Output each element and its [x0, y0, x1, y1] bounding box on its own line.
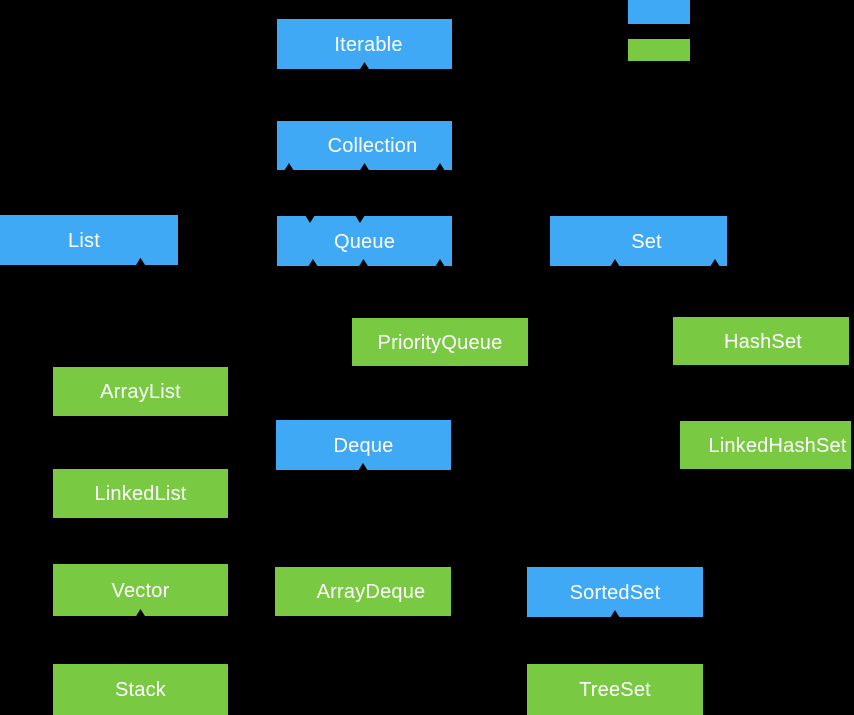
- node-priorityqueue: PriorityQueue: [352, 318, 528, 366]
- node-label-hashset: HashSet: [723, 330, 803, 353]
- node-label-collection: Collection: [327, 135, 418, 157]
- node-label-arraylist: ArrayList: [100, 381, 181, 403]
- node-label-list: List: [68, 229, 100, 252]
- node-label-linkedhashset: LinkedHashSet: [708, 434, 847, 457]
- node-deque: Deque: [276, 420, 451, 470]
- node-set: Set: [550, 216, 727, 266]
- node-label-arraydeque: ArrayDeque: [316, 581, 426, 603]
- node-label-linkedlist: LinkedList: [94, 483, 187, 505]
- node-linkedlist: LinkedList: [53, 469, 228, 518]
- node-label-stack: Stack: [114, 679, 167, 701]
- node-arraydeque: ArrayDeque: [275, 567, 451, 616]
- node-sortedset: SortedSet: [527, 567, 703, 617]
- node-label-deque: Deque: [333, 434, 394, 457]
- node-label-iterable: Iterable: [334, 33, 403, 56]
- node-collection: Collection: [277, 121, 452, 170]
- node-queue: Queue: [277, 216, 452, 266]
- node-iterable: Iterable: [277, 19, 452, 69]
- legend-interface-swatch: [628, 0, 690, 24]
- node-arraylist: ArrayList: [53, 367, 228, 416]
- node-linkedhashset: LinkedHashSet: [680, 421, 851, 469]
- node-label-priorityqueue: PriorityQueue: [377, 331, 503, 354]
- node-label-set: Set: [631, 230, 662, 253]
- node-label-sortedset: SortedSet: [569, 581, 661, 604]
- node-label-treeset: TreeSet: [579, 679, 651, 701]
- node-list: List: [0, 215, 178, 265]
- node-hashset: HashSet: [673, 317, 849, 365]
- node-stack: Stack: [53, 664, 228, 715]
- legend-class-swatch: [628, 39, 690, 61]
- node-label-queue: Queue: [333, 230, 396, 253]
- node-treeset: TreeSet: [527, 664, 703, 715]
- node-vector: Vector: [53, 564, 228, 616]
- node-label-vector: Vector: [111, 579, 170, 602]
